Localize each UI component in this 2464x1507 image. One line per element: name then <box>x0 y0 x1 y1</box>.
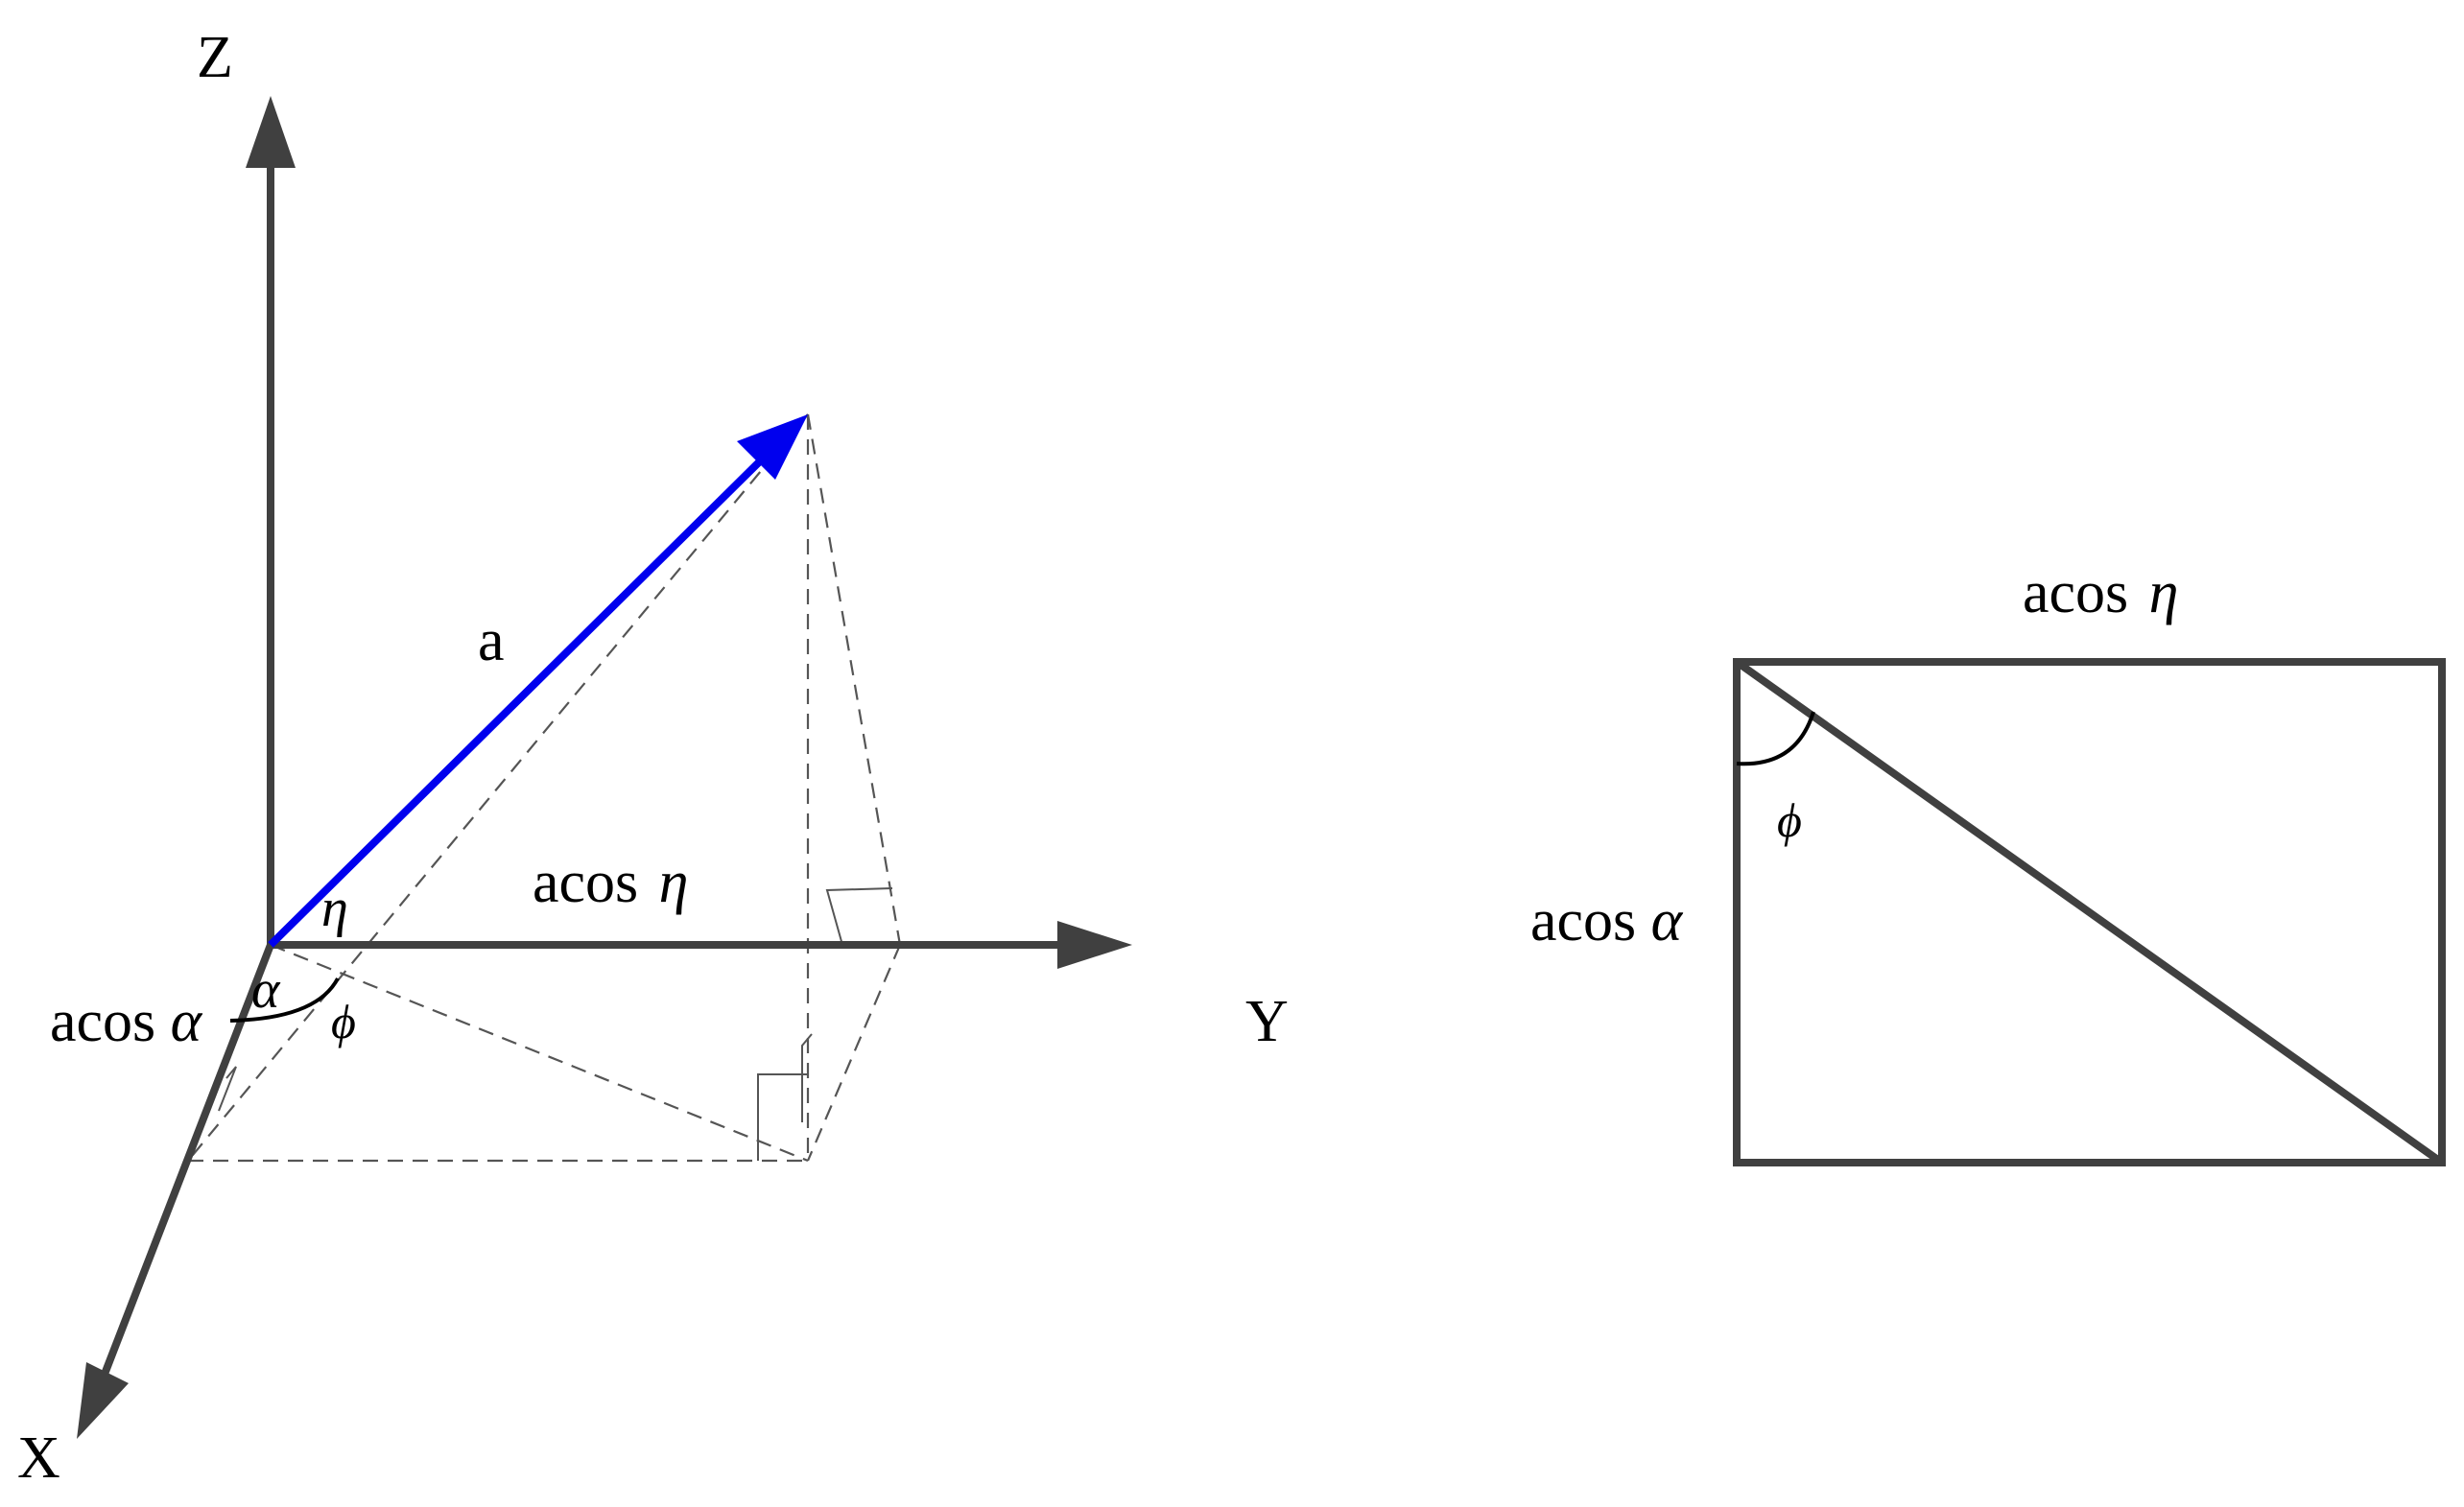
left-side-label: acos α <box>1530 888 1684 954</box>
projection-rectangle <box>1733 658 2446 1166</box>
vector-a-label: a <box>478 608 505 673</box>
figure-2d: acos η acos α ϕ <box>1530 560 2446 1166</box>
dashed-tip-to-y-projection <box>806 413 902 946</box>
angle-eta-label: η <box>321 879 348 938</box>
top-side-label: acos η <box>2023 560 2178 625</box>
x-projection-label: acos α <box>50 989 203 1054</box>
y-projection-label: acos η <box>533 850 688 915</box>
axes <box>100 168 1073 1378</box>
vector-a-shaft <box>268 443 778 948</box>
right-angle-marker-floor <box>757 1073 808 1161</box>
angle-phi-2d-label: ϕ <box>1777 793 1802 847</box>
y-projection-symbol: η <box>659 850 689 915</box>
x-projection-symbol: α <box>171 989 203 1054</box>
y-arrowhead <box>1057 921 1132 969</box>
top-side-prefix: acos <box>2023 560 2128 625</box>
right-angle-marker-x <box>218 1066 237 1112</box>
vector-a-arrowhead <box>737 414 808 480</box>
angle-phi-label: ϕ <box>331 995 356 1048</box>
left-side-symbol: α <box>1651 888 1684 954</box>
dashed-y-projection-to-floor <box>806 944 902 1162</box>
rectangle-diagonal <box>1734 658 2445 1166</box>
vector-a <box>268 414 808 948</box>
angle-alpha-label: α <box>251 960 281 1020</box>
x-arrowhead <box>77 1362 129 1439</box>
angle-arc-phi <box>229 977 340 1023</box>
angle-arc-phi-2d <box>1736 711 1815 766</box>
z-arrowhead <box>246 96 296 168</box>
z-axis-label: Z <box>197 25 233 90</box>
right-angle-markers <box>218 887 893 1161</box>
x-axis <box>100 943 274 1378</box>
y-projection-prefix: acos <box>533 850 638 915</box>
y-axis-label: Y <box>1245 989 1289 1054</box>
left-side-prefix: acos <box>1530 888 1636 954</box>
projection-dashed-lines <box>187 413 902 1163</box>
right-angle-marker-floor-2 <box>801 1033 813 1122</box>
dashed-tip-to-x-projection <box>187 413 809 1162</box>
x-axis-label: X <box>17 1425 60 1491</box>
figure-3d: Z Y X a acos η acos α η α ϕ <box>17 25 1289 1491</box>
axis-arrowheads <box>77 96 1132 1439</box>
angle-arcs <box>229 977 340 1023</box>
top-side-symbol: η <box>2149 560 2179 625</box>
dashed-origin-to-floor <box>270 943 809 1163</box>
x-projection-prefix: acos <box>50 989 155 1054</box>
right-angle-marker-y <box>825 887 893 946</box>
